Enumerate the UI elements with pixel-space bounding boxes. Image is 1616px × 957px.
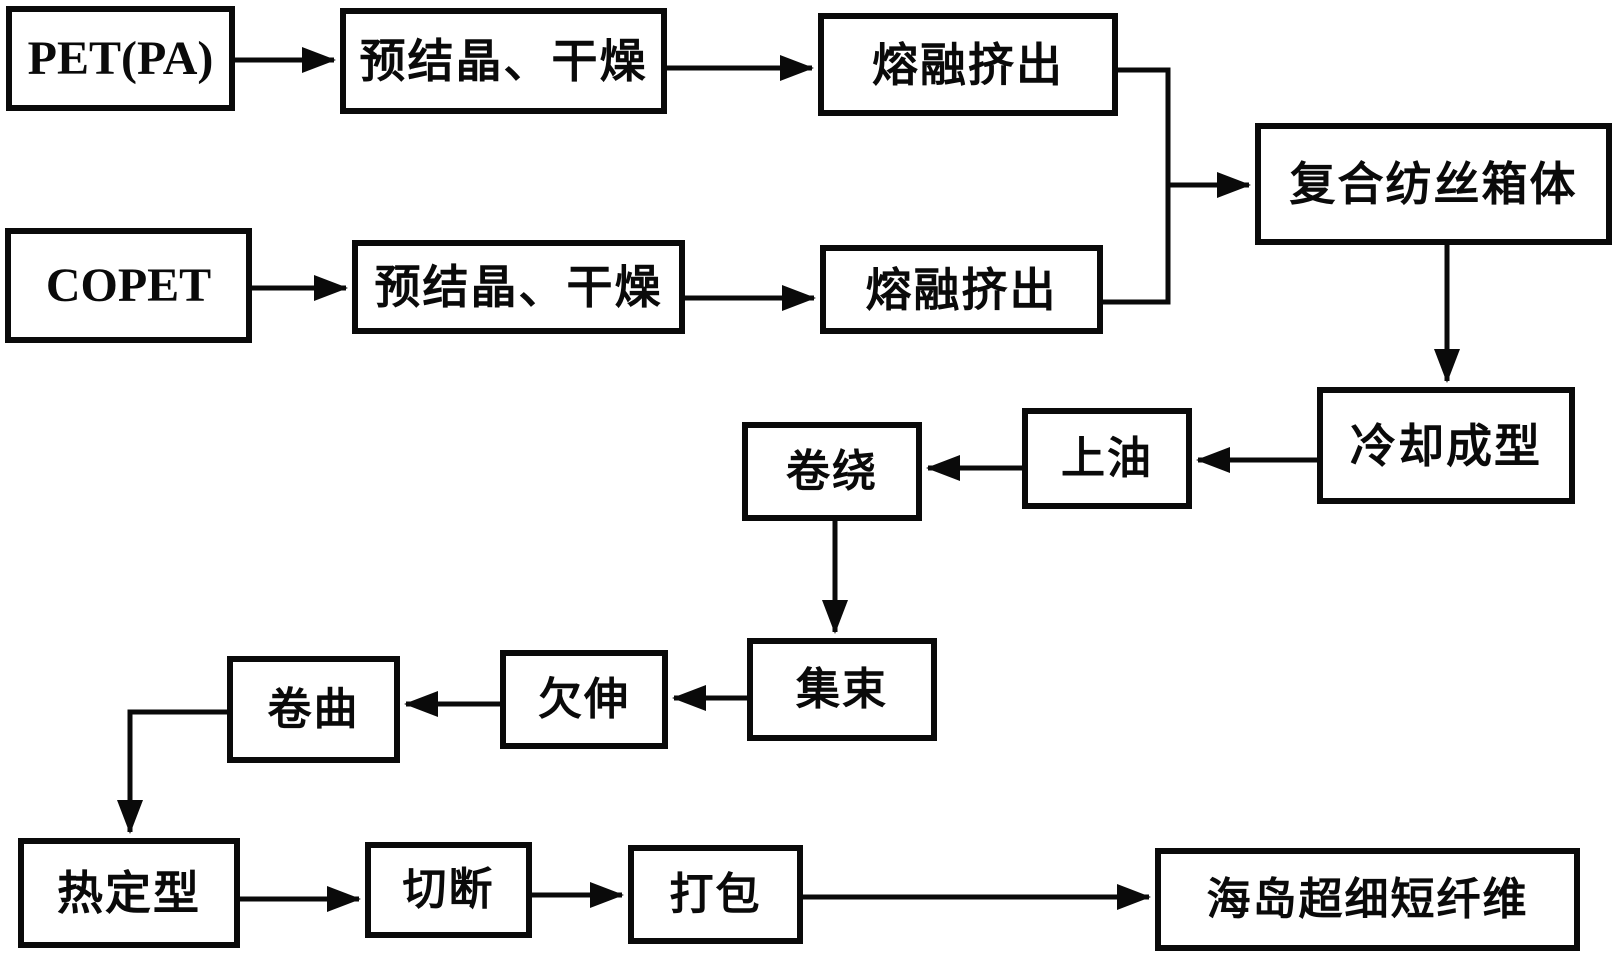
node-heat-setting-label: 热定型 bbox=[57, 867, 201, 919]
node-cooling-forming-label: 冷却成型 bbox=[1350, 419, 1542, 472]
node-sea-island-short-fiber: 海岛超细短纤维 bbox=[1155, 848, 1580, 951]
node-composite-spinning-box: 复合纺丝箱体 bbox=[1255, 123, 1612, 245]
node-bundling: 集束 bbox=[747, 638, 937, 741]
node-cooling-forming: 冷却成型 bbox=[1317, 387, 1575, 504]
node-composite-spinning-box-label: 复合纺丝箱体 bbox=[1289, 158, 1578, 210]
edge-crimp-to-heatset bbox=[117, 709, 227, 834]
node-crimping: 卷曲 bbox=[227, 656, 400, 763]
node-precrystal-dry-top: 预结晶、干燥 bbox=[340, 8, 667, 114]
node-melt-extrude-bottom: 熔融挤出 bbox=[820, 245, 1103, 334]
node-sea-island-short-fiber-label: 海岛超细短纤维 bbox=[1206, 874, 1529, 924]
node-copet-label: COPET bbox=[45, 258, 212, 312]
node-heat-setting: 热定型 bbox=[18, 838, 240, 948]
node-packing: 打包 bbox=[628, 845, 803, 944]
node-bundling-label: 集束 bbox=[796, 664, 888, 714]
node-drawing-label: 欠伸 bbox=[538, 674, 630, 724]
node-crimping-label: 卷曲 bbox=[267, 684, 360, 734]
node-packing-label: 打包 bbox=[669, 869, 762, 919]
node-copet: COPET bbox=[5, 228, 252, 343]
node-oiling: 上油 bbox=[1022, 408, 1192, 509]
node-pet: PET(PA) bbox=[6, 6, 235, 111]
node-cutting: 切断 bbox=[365, 842, 532, 938]
node-pet-label: PET(PA) bbox=[27, 31, 214, 85]
node-melt-extrude-top: 熔融挤出 bbox=[818, 13, 1118, 116]
node-oiling-label: 上油 bbox=[1061, 433, 1153, 483]
node-winding: 卷绕 bbox=[742, 422, 922, 521]
node-drawing: 欠伸 bbox=[500, 650, 668, 749]
node-melt-extrude-bottom-label: 熔融挤出 bbox=[865, 263, 1058, 316]
node-precrystal-dry-top-label: 预结晶、干燥 bbox=[359, 35, 648, 87]
node-precrystal-dry-bottom: 预结晶、干燥 bbox=[352, 240, 685, 334]
node-melt-extrude-top-label: 熔融挤出 bbox=[872, 38, 1064, 91]
node-winding-label: 卷绕 bbox=[786, 446, 878, 496]
node-cutting-label: 切断 bbox=[402, 865, 495, 914]
node-precrystal-dry-bottom-label: 预结晶、干燥 bbox=[374, 261, 663, 313]
